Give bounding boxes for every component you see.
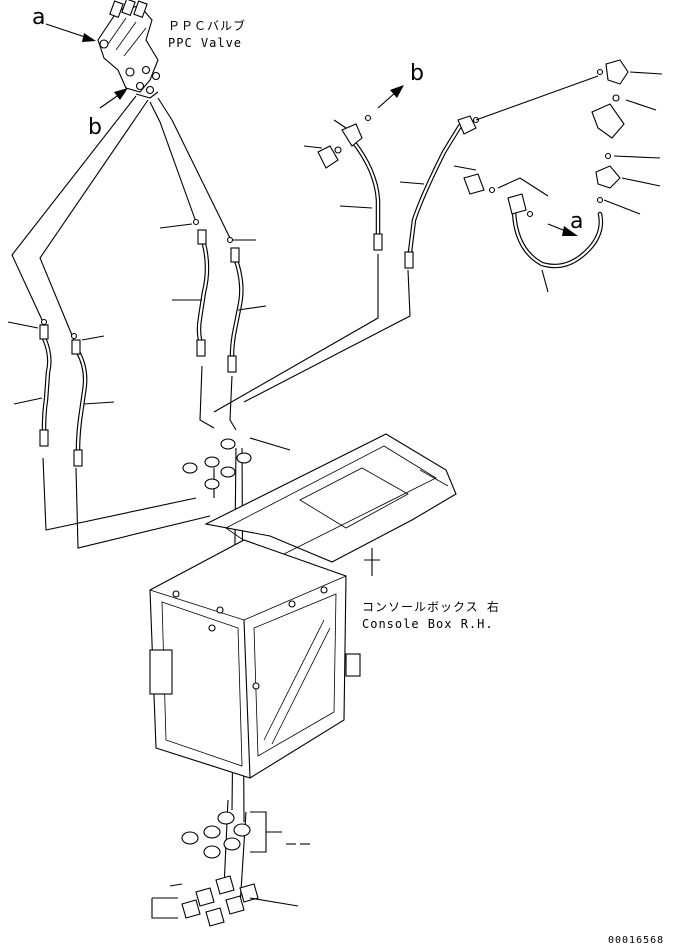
- drawing-number: 00016568: [608, 935, 664, 946]
- ref-arrow-a-top: [45, 23, 96, 42]
- hoses: [39, 123, 604, 467]
- ref-label-b-left: b: [88, 115, 102, 140]
- console-box-label-en: Console Box R.H.: [362, 617, 494, 631]
- console-box: [149, 433, 457, 779]
- ref-arrow-b-left: [99, 88, 128, 109]
- ref-label-a-right: a: [570, 209, 583, 234]
- washers-bottom: [151, 811, 282, 927]
- ppc-valve-label-en: PPC Valve: [168, 36, 242, 50]
- washers-mid: [182, 437, 291, 490]
- ref-label-b-top: b: [410, 61, 424, 86]
- ref-label-a-top: a: [32, 5, 45, 30]
- leader-lines: [7, 71, 663, 907]
- ppc-valve: [97, 0, 161, 99]
- ref-arrow-b-top: [377, 85, 404, 109]
- ppc-valve-label-jp: ＰＰＣバルブ: [168, 18, 246, 33]
- console-box-label-jp: コンソールボックス 右: [362, 599, 500, 614]
- ref-arrow-a-right: [547, 223, 578, 236]
- fittings: [40, 59, 629, 340]
